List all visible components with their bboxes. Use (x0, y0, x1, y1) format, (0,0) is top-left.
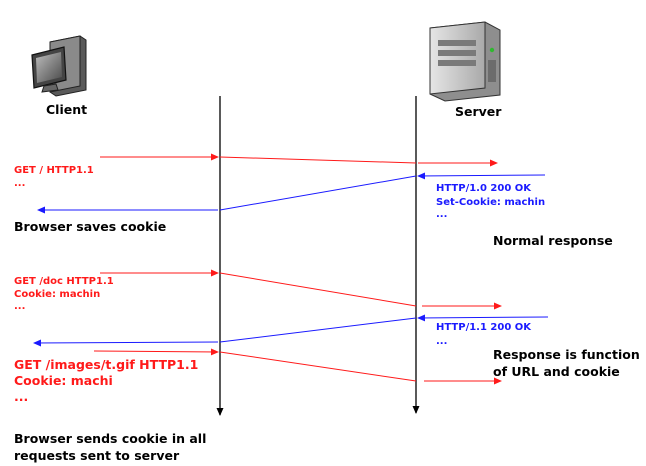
browser-sends-note-line-1: Browser sends cookie in all (14, 431, 207, 446)
request-arrow-2-cross (219, 272, 417, 307)
response-arrow-1-in (417, 172, 546, 180)
response-arrow-2-cross (219, 317, 417, 343)
response-2-line-1: HTTP/1.1 200 OK (436, 322, 532, 333)
request-arrow-3-cross (219, 351, 417, 382)
request-3-line-3: ... (14, 389, 29, 404)
browser-sends-note-line-2: requests sent to server (14, 448, 180, 463)
request-2-line-3: ... (14, 301, 26, 312)
desktop-computer-icon (31, 35, 87, 97)
response-arrow-2-out (33, 339, 219, 347)
request-2-line-2: Cookie: machin (14, 289, 101, 300)
response-arrow-1-cross (219, 175, 417, 211)
normal-response-note: Normal response (493, 233, 613, 248)
client-label: Client (46, 102, 88, 117)
request-arrow-3-in (93, 348, 219, 356)
request-1-line-1: GET / HTTP1.1 (14, 165, 94, 176)
request-arrow-1-cross (219, 156, 417, 164)
response-1-line-3: ... (436, 209, 448, 220)
response-arrow-2-in (417, 314, 549, 322)
browser-saves-note: Browser saves cookie (14, 219, 167, 234)
response-2-line-2: ... (436, 336, 448, 347)
server-tower-icon (429, 21, 501, 102)
response-function-note-line-2: of URL and cookie (493, 364, 620, 379)
response-1-line-2: Set-Cookie: machin (436, 197, 546, 208)
server-label: Server (455, 104, 502, 119)
request-1-line-2: ... (14, 178, 26, 189)
response-1-line-1: HTTP/1.0 200 OK (436, 183, 532, 194)
request-2-line-1: GET /doc HTTP1.1 (14, 276, 114, 287)
request-3-line-1: GET /images/t.gif HTTP1.1 (14, 357, 199, 372)
request-3-line-2: Cookie: machi (14, 373, 113, 388)
response-function-note-line-1: Response is function (493, 347, 640, 362)
